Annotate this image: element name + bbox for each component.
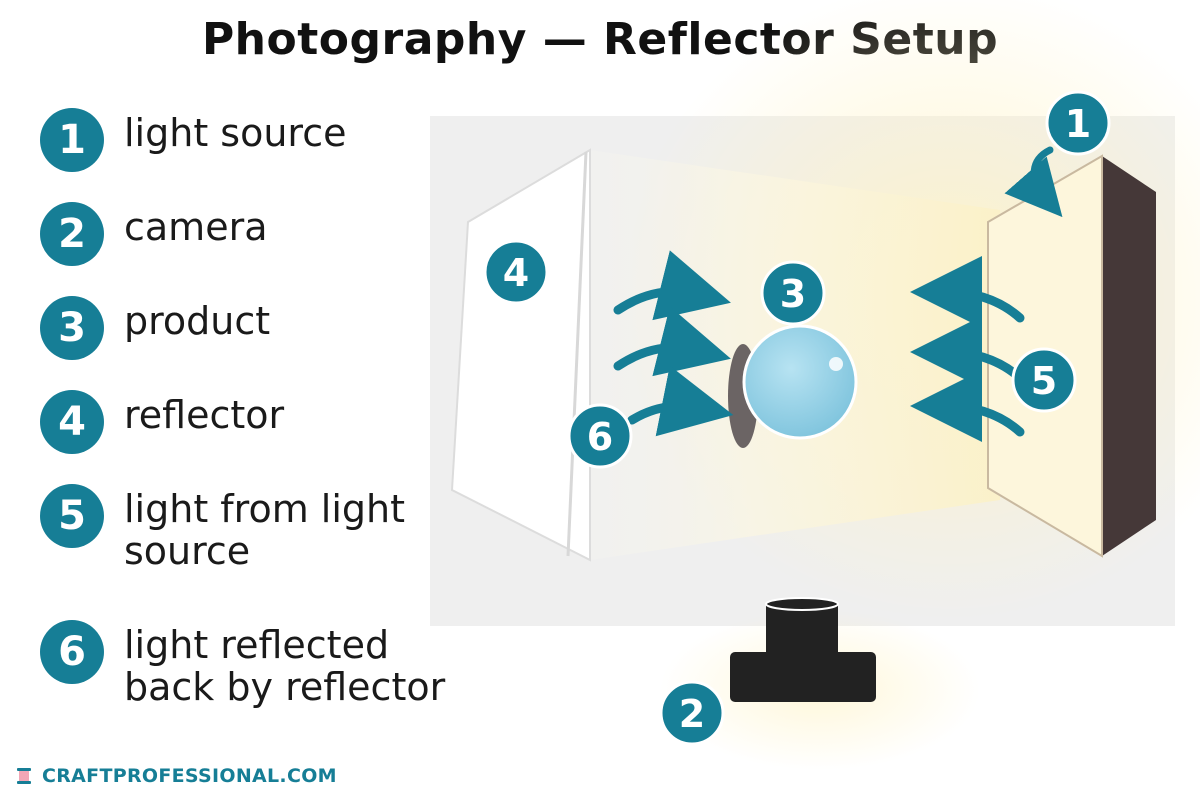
marker-4-label: 4 [503,251,529,295]
camera-lens-rim [765,597,839,611]
legend-label-2: camera [124,205,268,249]
marker-4-circle [483,239,549,305]
marker-5: 5 [1011,347,1077,413]
marker-5-label: 5 [1031,359,1057,403]
legend-badge-1: 1 [40,108,104,172]
arrow-reflected-top [613,250,731,321]
brand-text: CRAFTPROFESSIONAL.COM [42,765,337,787]
marker-3-label: 3 [780,272,806,316]
arrow-reflected-bottom [627,365,734,437]
legend-label-6: light reflected back by reflector [124,623,446,709]
marker-6-circle [567,403,633,469]
marker-4: 4 [483,239,549,305]
legend-badge-6: 6 [40,620,104,684]
product-highlight [829,357,843,371]
marker-1-label: 1 [1065,102,1091,146]
legend-badge-4: 4 [40,390,104,454]
light-box-side [1102,156,1156,556]
legend-badge-3: 3 [40,296,104,360]
marker-3: 3 [760,260,826,326]
legend-label-5: light from light source [124,487,406,573]
arrow-light-from-source-top [910,256,1025,329]
camera-body [730,652,876,702]
legend-label-4: reflector [124,393,285,437]
marker-1: 1 [1045,90,1111,156]
marker-2-circle [659,680,725,746]
arrow-reflected-middle [613,306,731,377]
spool-icon [17,768,31,784]
marker-5-circle [1011,347,1077,413]
legend-badge-5: 5 [40,484,104,548]
reflector-panel [450,148,591,562]
arrow-to-light-source [1004,146,1063,218]
marker-1-circle [1045,90,1111,156]
legend-label-1: light source [124,111,347,155]
arrow-light-from-source-bottom [910,370,1025,443]
marker-2: 2 [659,680,725,746]
brand-footer: CRAFTPROFESSIONAL.COM [14,762,337,790]
marker-2-label: 2 [679,692,705,736]
reflector-edge [566,151,588,557]
legend-label-3: product [124,299,271,343]
legend-badge-2: 2 [40,202,104,266]
product-ball [742,324,858,440]
marker-6: 6 [567,403,633,469]
camera-lens [766,604,838,654]
marker-6-label: 6 [587,415,613,459]
marker-3-circle [760,260,826,326]
